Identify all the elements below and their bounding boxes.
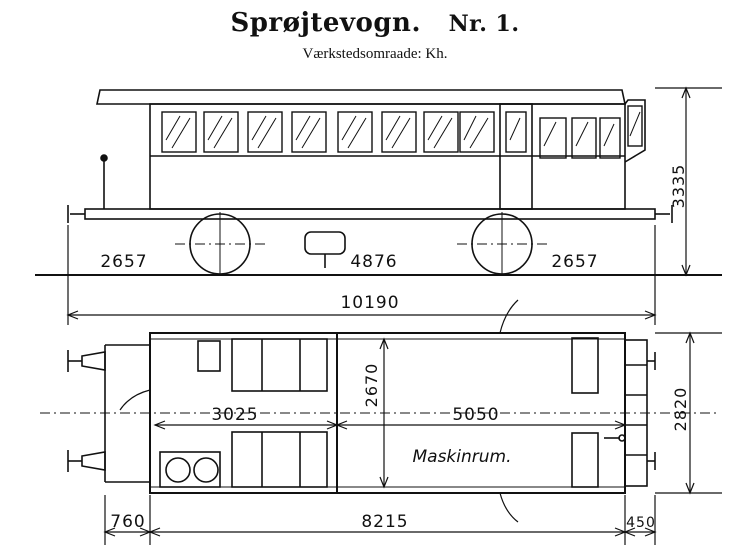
tank-circle xyxy=(193,457,219,483)
window xyxy=(423,111,459,153)
door-window xyxy=(505,111,527,153)
window xyxy=(291,111,327,153)
wheelbase-label: 4876 xyxy=(350,252,397,272)
seat xyxy=(197,340,221,372)
window xyxy=(247,111,283,153)
plan-view xyxy=(40,299,720,523)
front-compartment-label: 3025 xyxy=(211,405,258,425)
window xyxy=(161,111,197,153)
outer-width-label: 2820 xyxy=(671,387,690,432)
handbrake-wheel xyxy=(100,154,108,162)
window-hatching xyxy=(165,111,641,149)
body-length-label: 8215 xyxy=(361,512,408,532)
tank-circle xyxy=(165,457,191,483)
window xyxy=(571,117,597,159)
tank-box xyxy=(159,451,221,488)
overall-length-label: 10190 xyxy=(340,293,399,313)
window xyxy=(459,111,495,153)
rear-cab xyxy=(624,99,646,163)
buffer xyxy=(81,451,106,471)
engine-fitting xyxy=(571,337,599,394)
window xyxy=(203,111,239,153)
engine-fitting xyxy=(571,432,599,488)
drawing-title: Sprøjtevogn. Nr. 1. xyxy=(0,8,750,38)
bench xyxy=(231,338,328,392)
underframe xyxy=(67,154,673,223)
window xyxy=(337,111,373,153)
rear-compartment-label: 5050 xyxy=(452,405,499,425)
window xyxy=(539,117,567,159)
length-dimension xyxy=(66,225,657,325)
buffer xyxy=(81,351,106,371)
window xyxy=(599,117,621,159)
inner-width-label: 2670 xyxy=(362,363,381,408)
machine-room-label: Maskinrum. xyxy=(412,447,511,467)
tank xyxy=(304,231,346,255)
overhang-left-label: 2657 xyxy=(100,252,147,272)
bench xyxy=(231,431,328,488)
plan-dimensions xyxy=(103,331,722,545)
vehicle-name: Sprøjtevogn. xyxy=(230,8,421,38)
front-platform-label: 760 xyxy=(110,512,145,532)
cab-window xyxy=(627,105,643,147)
vehicle-number: Nr. 1. xyxy=(448,11,520,37)
window xyxy=(381,111,417,153)
height-dimension-label: 3335 xyxy=(669,164,688,209)
drawing-subtitle: Værkstedsomraade: Kh. xyxy=(302,46,448,62)
roof xyxy=(96,89,626,105)
sole-bar xyxy=(84,208,656,220)
side-windows xyxy=(161,105,643,159)
rear-platform-label: 450 xyxy=(626,515,656,531)
height-dimension xyxy=(655,86,722,277)
side-elevation xyxy=(96,89,646,210)
overhang-right-label: 2657 xyxy=(551,252,598,272)
